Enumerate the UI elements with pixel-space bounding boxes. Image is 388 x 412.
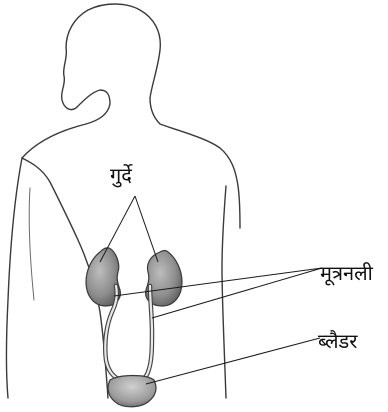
ureters-pointer-left (114, 268, 322, 296)
bladder-label: ब्लैडर (318, 329, 358, 353)
kidneys-pointer-right (135, 196, 158, 262)
bladder (108, 376, 156, 407)
bladder-pointer (146, 338, 320, 384)
right-torso-edge (222, 186, 226, 398)
kidneys-label: गुर्दे (110, 163, 133, 188)
body-outline (7, 4, 241, 398)
ureters-label: मूत्रनली (320, 261, 374, 286)
left-torso-edge (29, 188, 34, 300)
kidneys-pointer-left (100, 196, 135, 262)
